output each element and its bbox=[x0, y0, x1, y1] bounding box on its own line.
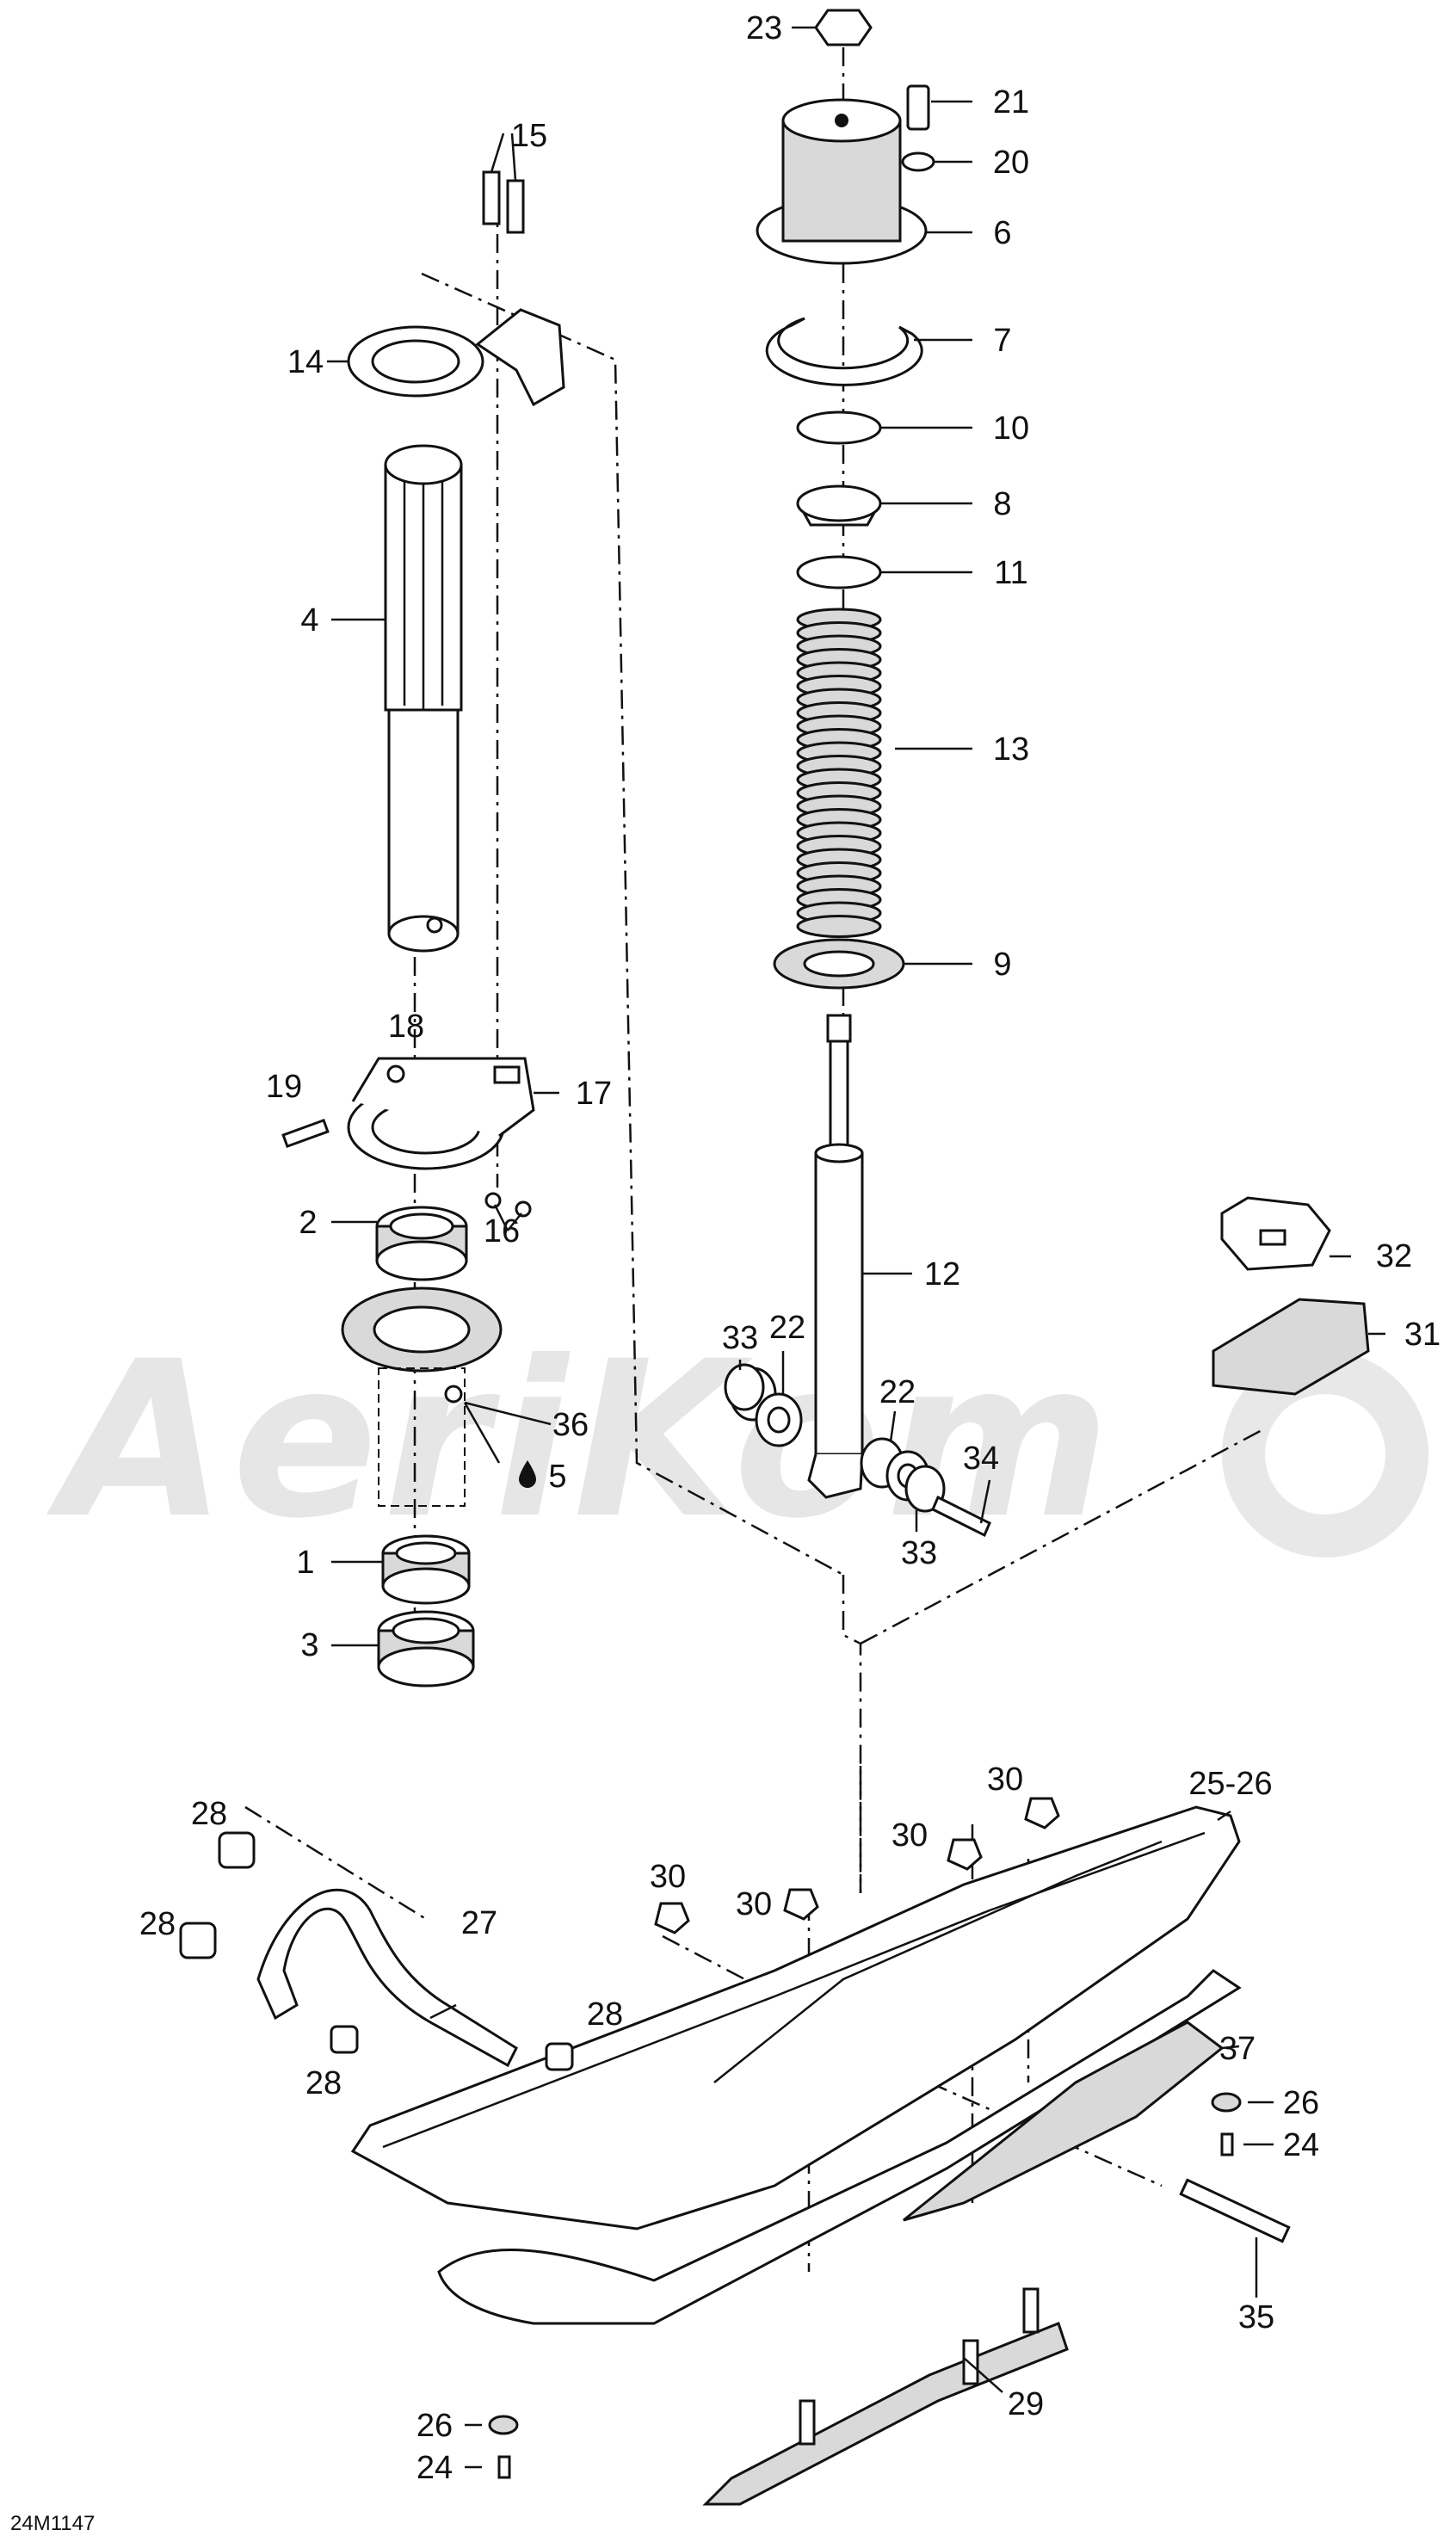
callout-29: 29 bbox=[1008, 2386, 1044, 2422]
reference-code: 24M1147 bbox=[10, 2512, 95, 2535]
callout-4: 4 bbox=[300, 602, 318, 639]
callout-31: 31 bbox=[1404, 1317, 1441, 1353]
callout-37: 37 bbox=[1219, 2031, 1255, 2067]
screw-21 bbox=[906, 84, 930, 131]
nut-23 bbox=[814, 9, 873, 46]
runner-37 bbox=[903, 2021, 1225, 2222]
watermark: AeriKom bbox=[46, 1315, 1428, 1565]
bushing-3 bbox=[377, 1610, 475, 1687]
handle-27 bbox=[256, 1888, 518, 2068]
washer-20 bbox=[901, 151, 935, 172]
nuts-30 bbox=[654, 1797, 1060, 1934]
callout-21: 21 bbox=[993, 84, 1029, 120]
washer-26-right bbox=[1211, 2092, 1242, 2113]
leader-lines bbox=[327, 26, 1385, 2469]
callout-35: 35 bbox=[1238, 2299, 1274, 2335]
ski-assembly bbox=[179, 1797, 1291, 2506]
splined-tube-4 bbox=[384, 444, 463, 953]
callout-30d: 30 bbox=[987, 1762, 1023, 1798]
shock-absorber-parts bbox=[724, 9, 991, 1538]
callout-28a: 28 bbox=[191, 1796, 227, 1832]
callout-28d: 28 bbox=[587, 1996, 623, 2033]
callout-24a: 24 bbox=[1283, 2127, 1319, 2163]
callout-14: 14 bbox=[287, 344, 324, 380]
callout-30b: 30 bbox=[736, 1886, 772, 1922]
callout-33b: 33 bbox=[901, 1535, 937, 1571]
callout-26a: 26 bbox=[1283, 2085, 1319, 2121]
carbide-stud bbox=[799, 2399, 816, 2446]
callout-2: 2 bbox=[299, 1205, 317, 1241]
coil-spring-13 bbox=[796, 608, 882, 938]
callout-27: 27 bbox=[461, 1905, 497, 1941]
callout-15: 15 bbox=[511, 118, 547, 154]
callout-17: 17 bbox=[576, 1076, 612, 1112]
washer-26-left bbox=[488, 2415, 519, 2435]
callout-22b: 22 bbox=[879, 1374, 916, 1410]
callout-16: 16 bbox=[484, 1213, 520, 1249]
pin-34 bbox=[931, 1495, 991, 1538]
frame-plate-cutaway bbox=[341, 1286, 503, 1507]
steering-column-parts bbox=[281, 170, 565, 1687]
callout-18: 18 bbox=[388, 1009, 424, 1045]
callout-6: 6 bbox=[993, 215, 1011, 251]
callout-3: 3 bbox=[300, 1627, 318, 1663]
callout-30a: 30 bbox=[650, 1859, 686, 1895]
callout-22a: 22 bbox=[769, 1310, 805, 1346]
callout-20: 20 bbox=[993, 145, 1029, 181]
callout-9: 9 bbox=[993, 947, 1011, 983]
screw-24-left bbox=[497, 2455, 511, 2479]
bolt-15 bbox=[482, 170, 525, 234]
callout-12: 12 bbox=[924, 1256, 960, 1293]
screw-24-right bbox=[1220, 2132, 1234, 2156]
washer-10 bbox=[796, 410, 882, 445]
callout-30c: 30 bbox=[891, 1817, 928, 1854]
callout-25-26: 25-26 bbox=[1188, 1766, 1272, 1802]
wear-pad-31 bbox=[1212, 1298, 1370, 1396]
callout-11: 11 bbox=[994, 555, 1027, 591]
callout-19: 19 bbox=[266, 1069, 302, 1105]
callout-1: 1 bbox=[296, 1545, 314, 1581]
callout-10: 10 bbox=[993, 410, 1029, 447]
callout-13: 13 bbox=[993, 731, 1029, 768]
spring-coil bbox=[796, 915, 882, 938]
protector-parts bbox=[1212, 1196, 1370, 1396]
washer-33 bbox=[724, 1363, 946, 1513]
watermark-text: AeriKom bbox=[46, 1315, 1115, 1565]
plugs-28 bbox=[179, 1831, 574, 2071]
callout-23: 23 bbox=[746, 10, 782, 46]
callout-labels: 1 2 3 4 5 6 7 8 9 10 11 12 13 14 15 16 1… bbox=[10, 10, 1441, 2535]
bushing-2 bbox=[375, 1206, 468, 1281]
steering-bracket-14 bbox=[347, 308, 565, 407]
washer-11 bbox=[796, 555, 882, 589]
bolt-35 bbox=[1179, 2178, 1291, 2243]
shock-cap-6 bbox=[756, 98, 928, 265]
callout-36: 36 bbox=[552, 1407, 589, 1443]
callout-33a: 33 bbox=[722, 1320, 758, 1356]
retaining-ring-7 bbox=[765, 317, 923, 386]
callout-24b: 24 bbox=[416, 2450, 453, 2486]
callout-26b: 26 bbox=[416, 2408, 453, 2444]
bushing-1 bbox=[381, 1534, 471, 1605]
callout-32: 32 bbox=[1376, 1238, 1412, 1274]
callout-7: 7 bbox=[993, 323, 1011, 359]
callout-34: 34 bbox=[963, 1441, 999, 1477]
collar-17 bbox=[281, 1057, 535, 1218]
ski-underside bbox=[437, 1969, 1242, 2325]
callout-8: 8 bbox=[993, 486, 1011, 522]
callout-28b: 28 bbox=[139, 1906, 176, 1942]
oil-drop-icon bbox=[519, 1460, 536, 1488]
damper-body-12 bbox=[807, 1014, 864, 1499]
callout-5: 5 bbox=[548, 1459, 566, 1495]
callout-28c: 28 bbox=[305, 2065, 342, 2101]
